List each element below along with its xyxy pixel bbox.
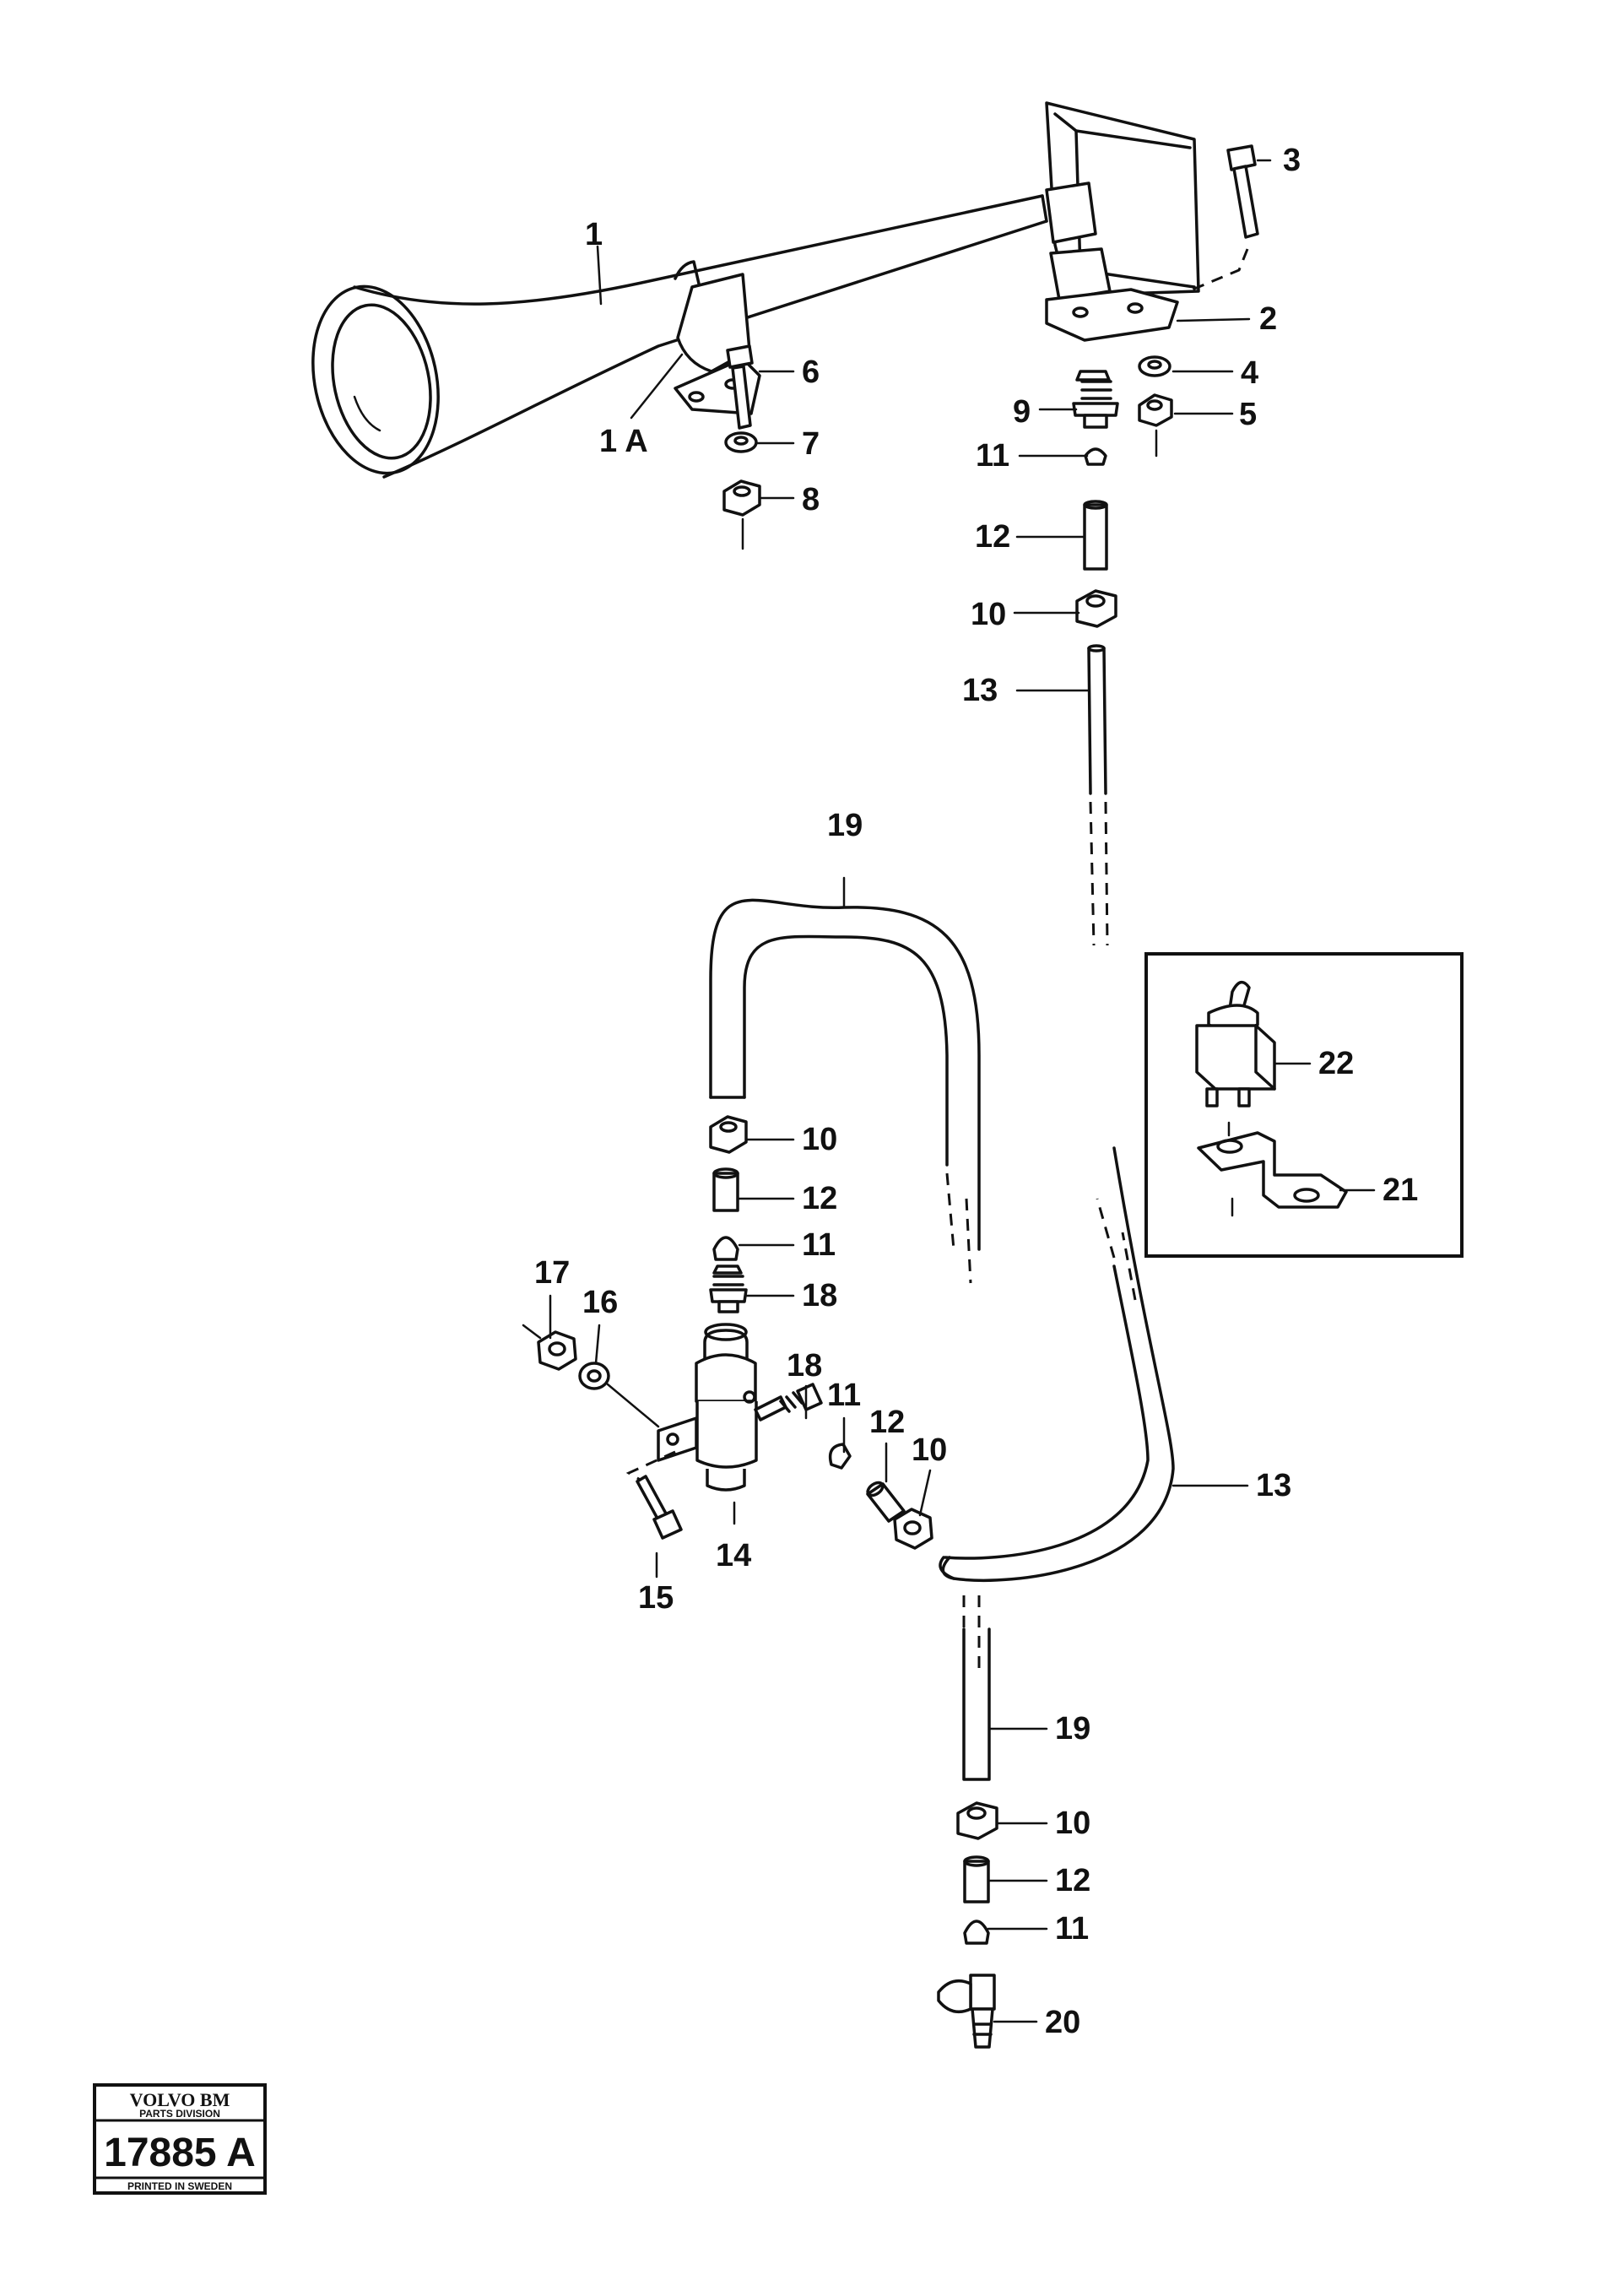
label-2: 2 — [1259, 301, 1277, 337]
tube-13-bend — [939, 1146, 1175, 1582]
label-12-lower: 12 — [1055, 1863, 1090, 1898]
nut-10-upper — [1075, 589, 1117, 628]
mounting-plate — [1045, 288, 1179, 342]
part-labels: 1 1 A 2 3 4 5 6 7 8 9 11 12 10 13 19 22 … — [534, 143, 1418, 2040]
washer-7 — [724, 431, 758, 453]
hose-19-lower — [962, 1595, 991, 1781]
volvo-bm-stamp: VOLVO BM PARTS DIVISION 17885 A PRINTED … — [93, 2083, 267, 2195]
nut-17 — [522, 1324, 577, 1371]
label-8: 8 — [802, 482, 820, 517]
label-6: 6 — [802, 355, 820, 390]
nut-10-mid — [709, 1115, 748, 1154]
hose-19-loop — [709, 876, 981, 1284]
label-17: 17 — [534, 1255, 570, 1291]
tube-13-upper — [1087, 644, 1109, 946]
label-11-upper: 11 — [976, 438, 1009, 474]
nipple-18-top — [709, 1264, 748, 1313]
stamp-division: PARTS DIVISION — [139, 2108, 220, 2120]
bolt-15 — [625, 1450, 683, 1540]
sleeve-12-upper — [1083, 500, 1108, 571]
label-14: 14 — [716, 1538, 751, 1573]
cone-11-side — [828, 1443, 852, 1470]
nut-10-lower — [956, 1801, 998, 1840]
label-19-top: 19 — [827, 808, 863, 843]
label-18-top: 18 — [802, 1278, 837, 1313]
bolt-3 — [1188, 144, 1259, 293]
label-3: 3 — [1283, 143, 1301, 178]
horn-valve-housing — [1045, 101, 1200, 301]
bracket-21 — [1197, 1121, 1348, 1217]
label-18-side: 18 — [787, 1348, 822, 1384]
label-13-bend: 13 — [1256, 1468, 1291, 1503]
label-12-upper: 12 — [975, 519, 1010, 555]
washer-16 — [578, 1362, 610, 1390]
label-10-lower: 10 — [1055, 1806, 1090, 1841]
label-11-mid: 11 — [802, 1227, 836, 1263]
air-horn-trumpet — [311, 194, 1048, 479]
nut-8 — [722, 479, 761, 550]
washer-4 — [1138, 355, 1171, 377]
label-4: 4 — [1241, 355, 1258, 391]
label-1: 1 — [585, 217, 603, 252]
sleeve-12-side — [866, 1481, 906, 1523]
nipple-9 — [1072, 370, 1119, 429]
label-20: 20 — [1045, 2005, 1080, 2040]
label-19-lower: 19 — [1055, 1711, 1090, 1746]
label-1a: 1 A — [599, 424, 648, 459]
label-9: 9 — [1013, 394, 1031, 430]
stamp-number: 17885 A — [104, 2131, 256, 2175]
label-7: 7 — [802, 426, 820, 462]
label-10-mid: 10 — [802, 1122, 837, 1157]
switch-22 — [1195, 980, 1276, 1107]
switch-inset-frame — [1144, 952, 1464, 1258]
label-10-side: 10 — [912, 1432, 947, 1468]
cone-11-mid — [712, 1236, 739, 1261]
label-11-lower: 11 — [1055, 1911, 1089, 1947]
drain-valve-20 — [937, 1974, 996, 2049]
cone-11-lower — [963, 1920, 990, 1945]
label-22: 22 — [1318, 1046, 1354, 1081]
bolt-6 — [726, 344, 754, 430]
label-15: 15 — [638, 1580, 674, 1616]
label-16: 16 — [582, 1285, 618, 1320]
sleeve-12-lower — [963, 1855, 990, 1903]
label-11-side: 11 — [827, 1378, 861, 1413]
nut-10-side — [893, 1508, 933, 1550]
label-21: 21 — [1382, 1172, 1418, 1208]
nut-5 — [1138, 393, 1173, 458]
leader-lines — [549, 159, 1376, 2023]
label-10-upper: 10 — [971, 597, 1006, 632]
label-5: 5 — [1239, 397, 1257, 432]
nipple-18-side — [754, 1383, 823, 1421]
horn-valve-14 — [657, 1323, 758, 1492]
cone-11-upper — [1084, 447, 1107, 466]
label-12-side: 12 — [869, 1405, 905, 1440]
stamp-brand: VOLVO BM — [130, 2089, 230, 2110]
label-12-mid: 12 — [802, 1181, 837, 1216]
sleeve-12-mid — [712, 1167, 739, 1212]
label-13-upper: 13 — [962, 673, 998, 708]
stamp-printed: PRINTED IN SWEDEN — [127, 2180, 232, 2192]
